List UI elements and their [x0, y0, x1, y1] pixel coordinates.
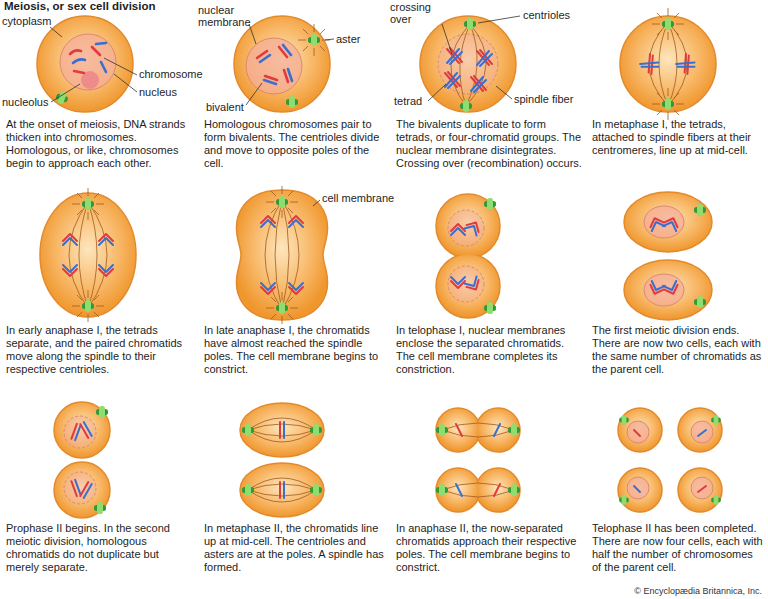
- part-label: cytoplasm: [2, 15, 52, 27]
- copyright-note: © Encyclopædia Britannica, Inc.: [634, 586, 762, 596]
- diagram-title: Meiosis, or sex cell division: [4, 0, 155, 12]
- cell-metaphase-one: [620, 8, 716, 120]
- stage-caption: Prophase II begins. In the second meioti…: [6, 522, 192, 574]
- cell-tetrads: [420, 16, 516, 112]
- stage-caption: The bivalents duplicate to form tetrads,…: [396, 118, 582, 170]
- cell-anaphase-two: [436, 408, 520, 512]
- cell-prophase-onset: [37, 16, 133, 112]
- stage-caption: Homologous chromosomes pair to form biva…: [204, 118, 390, 170]
- part-label: aster: [336, 33, 360, 45]
- cell-four-gametes: [618, 408, 722, 512]
- part-label: cell membrane: [322, 192, 394, 204]
- part-label: nuclear membrane: [198, 4, 260, 28]
- stage-caption: In late anaphase I, the chromatids have …: [204, 324, 390, 376]
- cell-late-anaphase-one: [237, 186, 328, 324]
- cell-prophase-two: [54, 402, 110, 518]
- cell-early-anaphase-one: [40, 188, 136, 322]
- stage-caption: In anaphase II, the now-separated chroma…: [396, 522, 582, 574]
- part-label: bivalent: [206, 101, 244, 113]
- stage-caption: The first meiotic division ends. There a…: [592, 324, 764, 376]
- part-label: chromosome: [139, 68, 203, 80]
- stage-caption: At the onset of meiosis, DNA strands thi…: [6, 118, 192, 170]
- part-label: centrioles: [523, 9, 570, 21]
- cell-telophase-one: [436, 194, 500, 318]
- part-label: tetrad: [394, 95, 422, 107]
- part-label: nucleolus: [2, 96, 48, 108]
- stage-caption: Telophase II has been completed. There a…: [592, 522, 764, 574]
- cell-two-daughter-cells: [624, 192, 712, 320]
- stage-caption: In telophase I, nuclear membranes enclos…: [396, 324, 582, 376]
- leader-line: [50, 16, 520, 206]
- stage-caption: In early anaphase I, the tetrads separat…: [6, 324, 192, 376]
- part-label: nucleus: [139, 86, 177, 98]
- cell-bivalents: [234, 16, 330, 112]
- part-label: crossing over: [390, 1, 454, 25]
- stage-caption: In metaphase I, the tetrads, attached to…: [592, 118, 764, 157]
- cell-metaphase-two: [240, 403, 324, 517]
- stage-caption: In metaphase II, the chromatids line up …: [204, 522, 390, 574]
- part-label: spindle fiber: [514, 93, 573, 105]
